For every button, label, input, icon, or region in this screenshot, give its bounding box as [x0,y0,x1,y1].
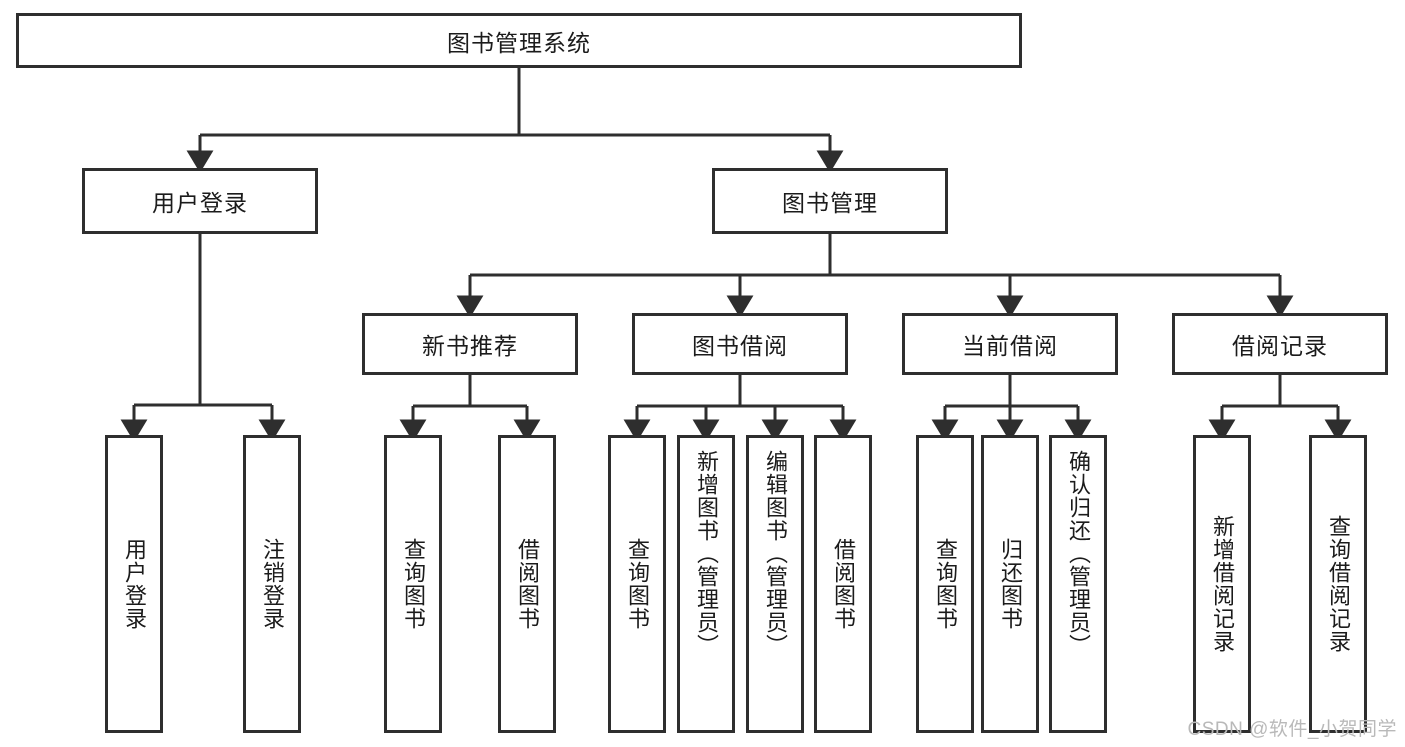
node-label: 用户登录 [152,190,248,216]
node-current-borrow[interactable]: 当前借阅 [902,313,1118,375]
leaf-book-borrow-borrow-book[interactable]: 借阅图书 [814,435,872,733]
leaf-label: 查询图书 [932,538,958,630]
node-label: 图书借阅 [692,333,788,359]
leaf-label: 借阅图书 [514,538,540,630]
node-book-management[interactable]: 图书管理 [712,168,948,234]
node-user-login[interactable]: 用户登录 [82,168,318,234]
leaf-label: 确认归还（管理员） [1065,450,1091,657]
leaf-book-borrow-add-book-admin[interactable]: 新增图书（管理员） [677,435,735,733]
leaf-label: 借阅图书 [830,538,856,630]
node-label: 图书管理系统 [447,29,591,56]
leaf-label: 归还图书 [997,538,1023,630]
leaf-new-book-query-book[interactable]: 查询图书 [384,435,442,733]
node-label: 新书推荐 [422,333,518,359]
leaf-user-login-logout[interactable]: 注销登录 [243,435,301,733]
leaf-label: 新增图书（管理员） [693,450,719,657]
node-label: 图书管理 [782,190,878,216]
node-label: 当前借阅 [962,333,1058,359]
leaf-label: 查询借阅记录 [1325,515,1351,653]
leaf-book-borrow-edit-book-admin[interactable]: 编辑图书（管理员） [746,435,804,733]
leaf-borrow-record-add-record[interactable]: 新增借阅记录 [1193,435,1251,733]
leaf-label: 新增借阅记录 [1209,515,1235,653]
leaf-new-book-borrow-book[interactable]: 借阅图书 [498,435,556,733]
leaf-label: 查询图书 [624,538,650,630]
node-new-book-recommend[interactable]: 新书推荐 [362,313,578,375]
leaf-book-borrow-query-book[interactable]: 查询图书 [608,435,666,733]
leaf-borrow-record-query-record[interactable]: 查询借阅记录 [1309,435,1367,733]
leaf-label: 编辑图书（管理员） [762,450,788,657]
leaf-current-borrow-confirm-return-admin[interactable]: 确认归还（管理员） [1049,435,1107,733]
leaf-current-borrow-return-book[interactable]: 归还图书 [981,435,1039,733]
leaf-label: 注销登录 [259,538,285,630]
leaf-label: 查询图书 [400,538,426,630]
watermark: CSDN @软件_小贺同学 [1187,719,1397,740]
node-label: 借阅记录 [1232,333,1328,359]
node-book-borrow[interactable]: 图书借阅 [632,313,848,375]
node-root-book-management-system[interactable]: 图书管理系统 [16,13,1022,68]
node-borrow-record[interactable]: 借阅记录 [1172,313,1388,375]
leaf-label: 用户登录 [121,538,147,630]
leaf-current-borrow-query-book[interactable]: 查询图书 [916,435,974,733]
leaf-user-login-login[interactable]: 用户登录 [105,435,163,733]
